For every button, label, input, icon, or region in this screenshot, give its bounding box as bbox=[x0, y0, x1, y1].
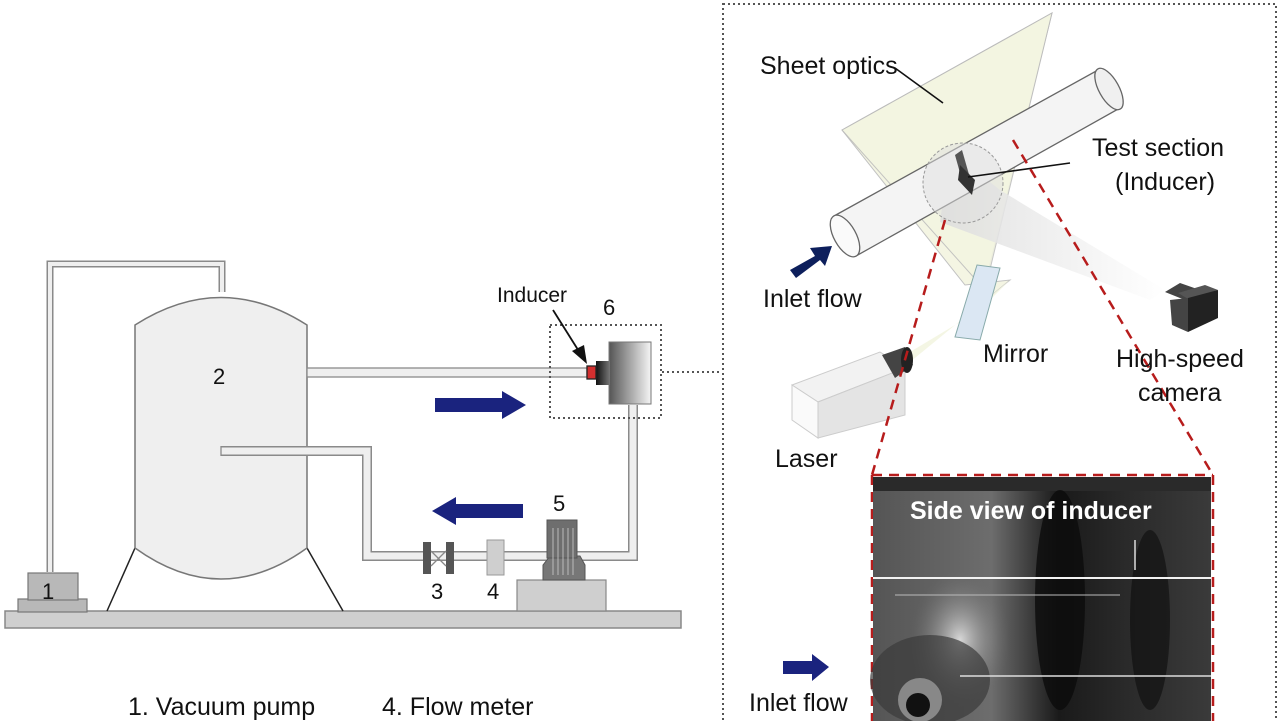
flow-meter bbox=[486, 539, 505, 576]
label-motor-pump-number: 5 bbox=[553, 491, 566, 516]
label-tank-number: 2 bbox=[213, 364, 226, 389]
label-inlet-flow-photo: Inlet flow bbox=[749, 689, 848, 717]
label-sheet-optics: Sheet optics bbox=[760, 52, 898, 80]
upper-pipe bbox=[306, 367, 588, 378]
flow-arrow-right bbox=[435, 391, 526, 419]
flow-arrow-left bbox=[432, 497, 523, 525]
base-platform bbox=[4, 610, 682, 629]
tank bbox=[134, 296, 308, 580]
legend-item-4: 4. Flow meter bbox=[382, 693, 534, 721]
label-flow-meter-number: 4 bbox=[487, 579, 500, 604]
inlet-flow-arrow-photo bbox=[783, 654, 829, 681]
laser-beam bbox=[905, 280, 1010, 362]
zoom-projection bbox=[870, 139, 1215, 721]
high-speed-camera bbox=[1165, 283, 1218, 332]
label-vacuum-pump-number: 1 bbox=[42, 579, 55, 604]
tank-leg-right bbox=[306, 547, 344, 612]
label-inducer: Inducer bbox=[497, 284, 568, 307]
inducer-icon bbox=[955, 150, 975, 195]
valve bbox=[423, 542, 454, 574]
label-test-section-sub: (Inducer) bbox=[1115, 168, 1216, 196]
sheet-optics-pointer bbox=[894, 67, 944, 104]
label-test-section: Test section bbox=[1092, 134, 1225, 162]
inducer-marker bbox=[586, 365, 597, 380]
label-mirror: Mirror bbox=[983, 340, 1049, 368]
label-high-speed: High-speed bbox=[1116, 345, 1244, 373]
inlet-flow-arrow-3d bbox=[790, 246, 832, 278]
label-valve-number: 3 bbox=[431, 579, 444, 604]
test-section-box bbox=[549, 324, 662, 419]
vacuum-pump bbox=[17, 572, 88, 613]
inducer-pointer bbox=[552, 309, 581, 354]
laser-device bbox=[790, 347, 913, 439]
label-test-section-number: 6 bbox=[603, 295, 616, 320]
label-camera: camera bbox=[1138, 379, 1222, 407]
test-section-pointer bbox=[967, 162, 1071, 178]
tank-leg-left bbox=[106, 547, 136, 612]
label-laser: Laser bbox=[775, 445, 838, 473]
label-inlet-flow: Inlet flow bbox=[763, 285, 862, 313]
legend-item-1: 1. Vacuum pump bbox=[128, 693, 316, 721]
photo-title: Side view of inducer bbox=[910, 497, 1152, 525]
motor-pump bbox=[516, 519, 607, 612]
optics-panel-border bbox=[722, 3, 1277, 721]
mirror bbox=[954, 264, 1001, 341]
test-section-housing bbox=[586, 341, 652, 405]
side-view-photo bbox=[870, 477, 1211, 721]
